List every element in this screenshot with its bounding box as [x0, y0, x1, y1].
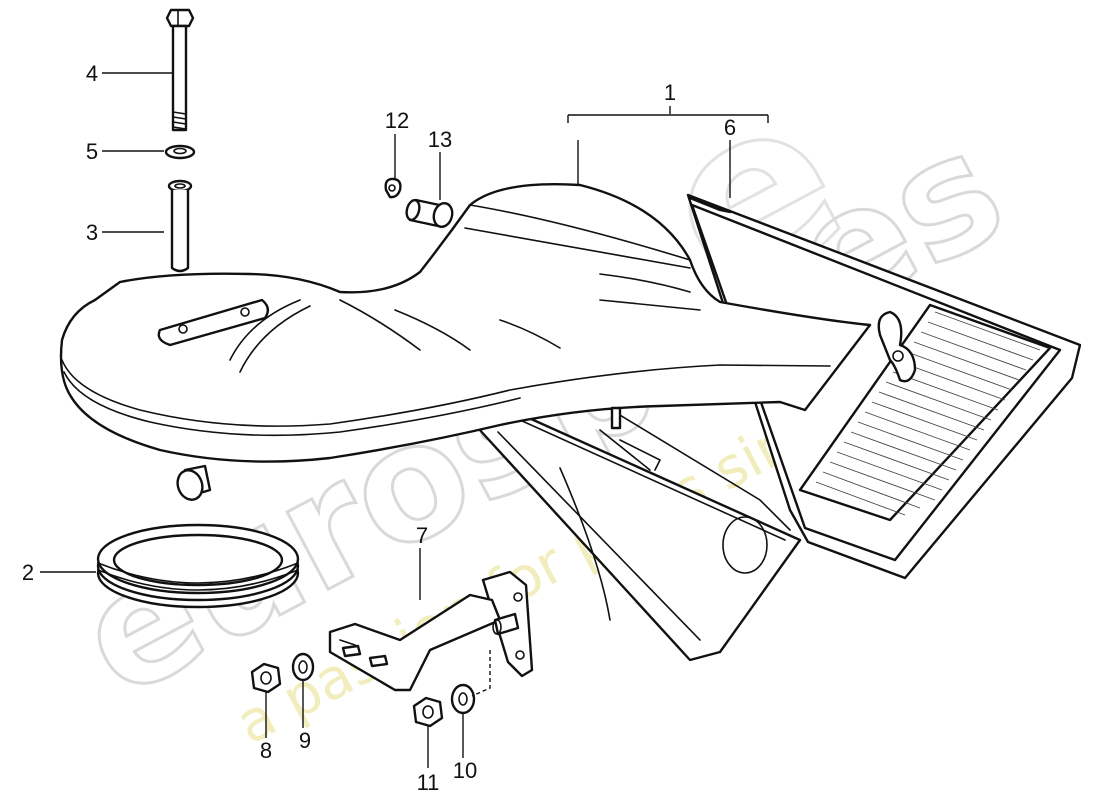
callout-13: 13 [428, 127, 452, 152]
part-clip-ring[interactable] [384, 177, 402, 199]
part-washer-9[interactable] [291, 652, 315, 682]
assembly-line [471, 650, 491, 697]
callout-6: 6 [724, 115, 736, 140]
part-air-cleaner-housing[interactable] [59, 182, 1082, 662]
callout-4: 4 [86, 61, 98, 86]
callout-labels: 4 5 3 2 1 6 12 13 7 8 9 10 11 [22, 61, 736, 795]
callout-11: 11 [417, 770, 440, 795]
callout-3: 3 [86, 220, 98, 245]
callout-7: 7 [416, 523, 428, 548]
part-pin-sleeve[interactable] [167, 179, 193, 273]
part-washer-small[interactable] [164, 144, 196, 160]
leader-lines [40, 72, 769, 768]
part-grommet[interactable] [405, 198, 455, 229]
part-nut-11[interactable] [412, 696, 444, 728]
part-washer-10[interactable] [450, 683, 476, 715]
callout-2: 2 [22, 560, 34, 585]
part-nut-8[interactable] [250, 662, 282, 694]
callout-12: 12 [385, 108, 409, 133]
callout-8: 8 [260, 738, 272, 763]
part-bolt-long[interactable] [165, 8, 195, 132]
part-bracket[interactable] [328, 570, 534, 692]
callout-9: 9 [299, 728, 311, 753]
callout-10: 10 [453, 758, 477, 783]
callout-5: 5 [86, 139, 98, 164]
callout-1: 1 [664, 80, 676, 105]
part-sealing-ring[interactable] [96, 523, 300, 609]
filter-pleats [815, 311, 1041, 516]
